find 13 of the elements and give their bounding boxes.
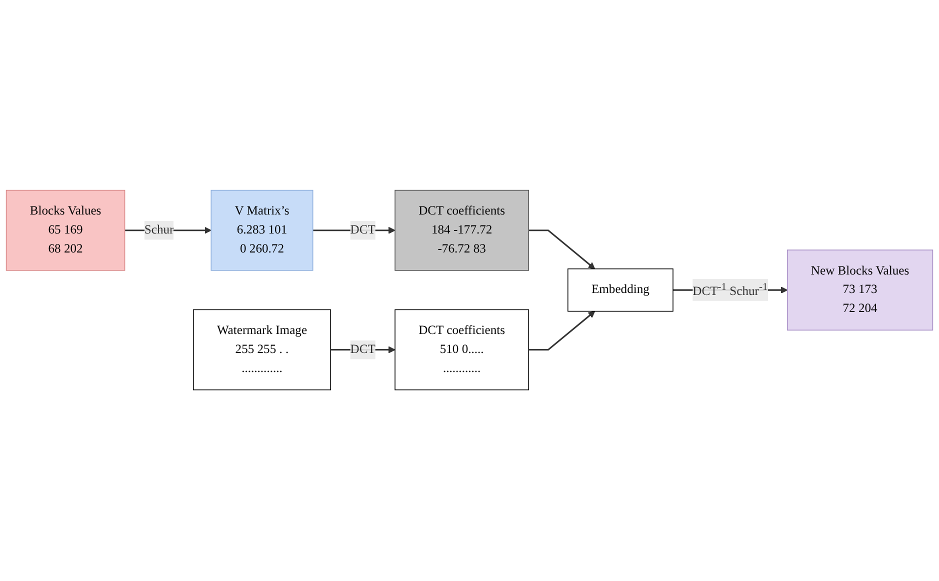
node-box: DCT coefficients 184 -177.72 -76.72 83 (394, 190, 530, 272)
node-box: DCT coefficients 510 0..... ............ (394, 310, 530, 391)
node-box: Watermark Image 255 255 . . ............. (192, 310, 331, 391)
arrow (528, 230, 596, 270)
node-box: Embedding (568, 268, 674, 312)
node-box: Blocks Values 65 169 68 202 (6, 190, 126, 272)
edge-label: DCT$^{-1}$ Schur$^{-1}$ (692, 280, 768, 298)
node-box: New Blocks Values 73 173 72 204 (786, 250, 934, 331)
arrow (528, 311, 596, 351)
edge-label: DCT (350, 224, 376, 238)
node-box: V Matrix’s 6.283 101 0 260.72 (210, 190, 314, 272)
edge-label: DCT (350, 343, 376, 356)
edge-label: Schur (144, 224, 174, 238)
